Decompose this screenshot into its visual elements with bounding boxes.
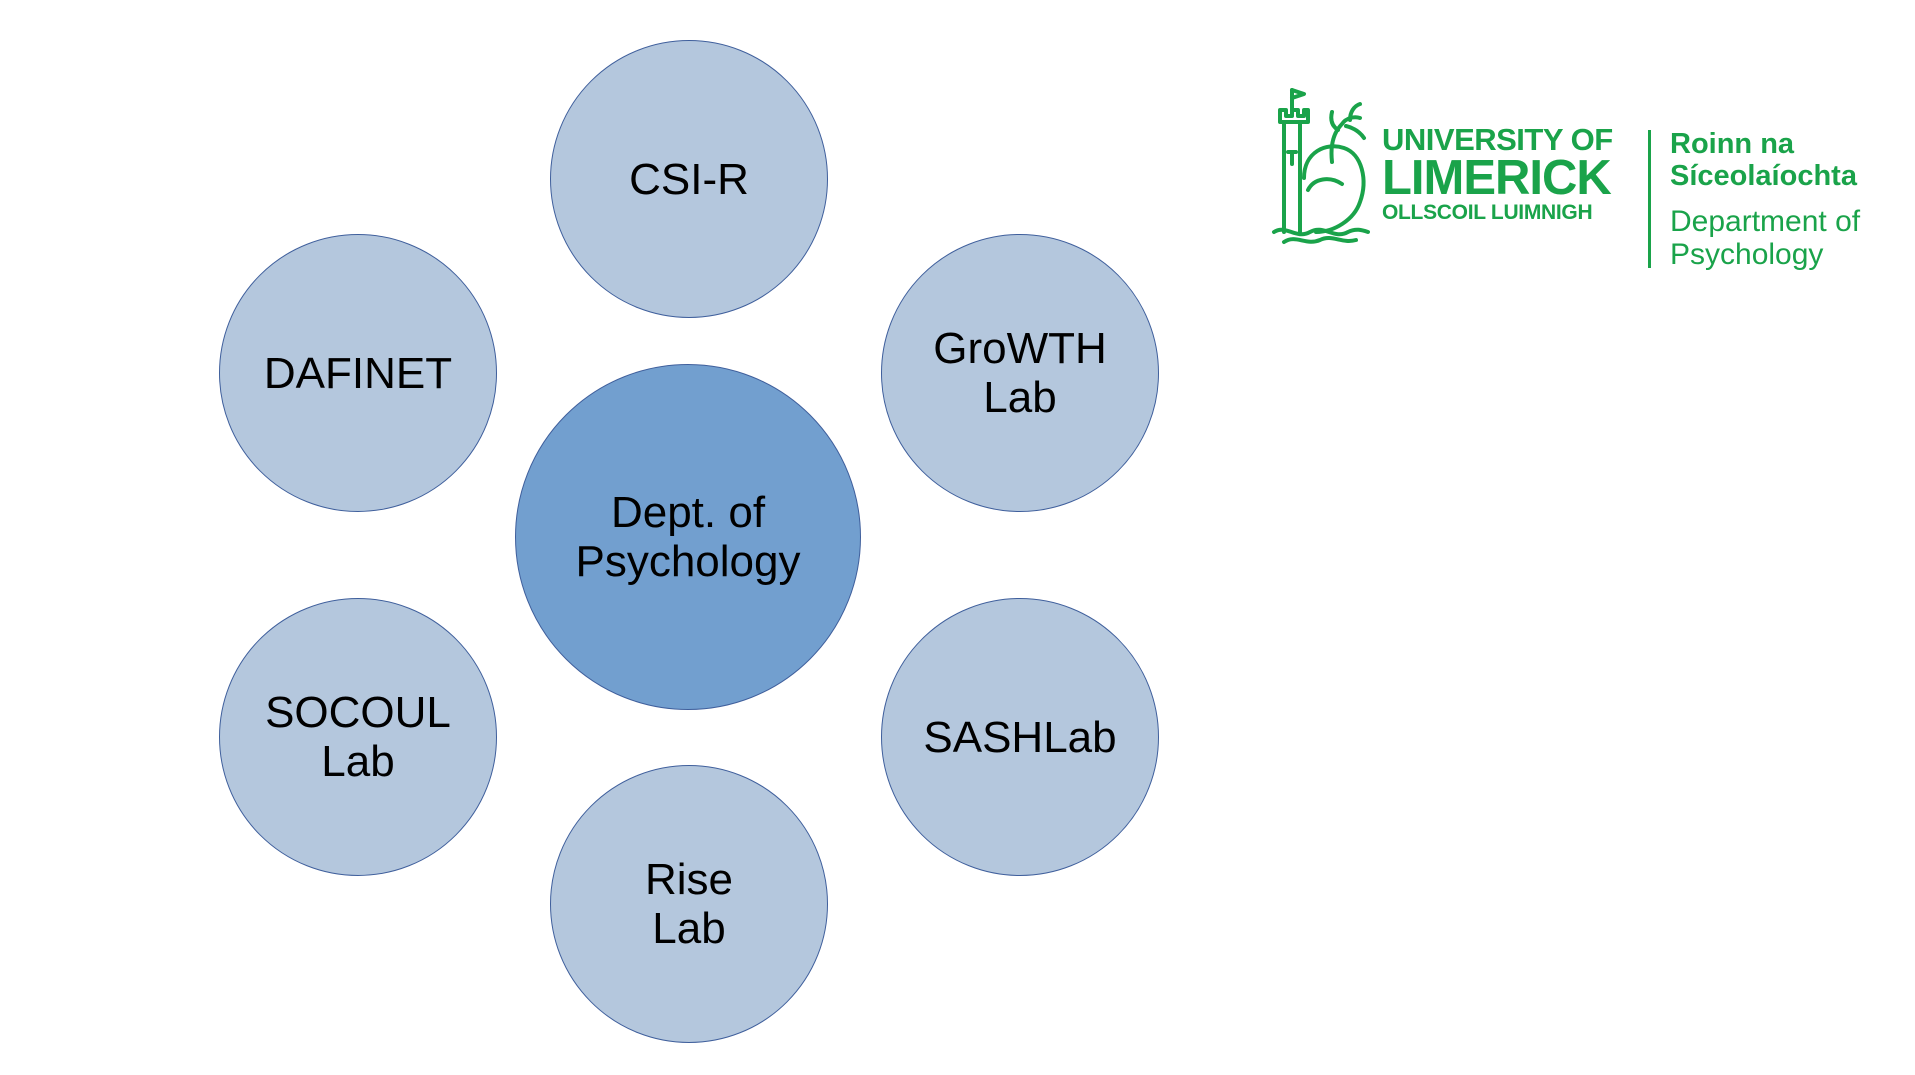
node-growth-lab: GroWTH Lab — [881, 234, 1159, 512]
irish-name-line2: Síceolaíochta — [1670, 160, 1857, 192]
limerick-text: LIMERICK — [1382, 151, 1612, 205]
node-growth-lab-label-line2: Lab — [983, 373, 1057, 422]
node-sashlab: SASHLab — [881, 598, 1159, 876]
node-rise-lab: Rise Lab — [550, 765, 828, 1043]
node-csi-r: CSI-R — [550, 40, 828, 318]
node-sashlab-label: SASHLab — [923, 712, 1117, 762]
node-socoul-lab-label-line2: Lab — [321, 737, 395, 786]
university-of-text: UNIVERSITY OF — [1382, 122, 1613, 157]
university-crest-icon — [1272, 88, 1370, 244]
center-label-line1: Dept. of — [610, 488, 766, 537]
node-dafinet: DAFINET — [219, 234, 497, 512]
node-socoul-lab: SOCOUL Lab — [219, 598, 497, 876]
english-name-line1: Department of — [1670, 205, 1861, 238]
node-growth-lab-label-line1: GroWTH — [933, 324, 1107, 373]
university-wordmark: UNIVERSITY OF LIMERICK OLLSCOIL LUIMNIGH — [1382, 124, 1613, 225]
center-label-line2: Psychology — [575, 537, 801, 586]
node-dafinet-label: DAFINET — [263, 348, 453, 398]
logo-divider — [1648, 130, 1651, 268]
english-name-line2: Psychology — [1670, 238, 1824, 271]
node-rise-lab-label-line1: Rise — [644, 855, 733, 904]
node-csi-r-label: CSI-R — [629, 154, 749, 204]
node-dept-of-psychology: Dept. of Psychology — [515, 364, 861, 710]
node-socoul-lab-label-line1: SOCOUL — [265, 688, 451, 737]
node-rise-lab-label-line2: Lab — [652, 904, 726, 953]
university-logo: UNIVERSITY OF LIMERICK OLLSCOIL LUIMNIGH… — [1270, 78, 1900, 278]
department-wordmark: Roinn na Síceolaíochta Department of Psy… — [1670, 128, 1860, 271]
ollscoil-luimnigh-text: OLLSCOIL LUIMNIGH — [1382, 201, 1593, 224]
irish-name-line1: Roinn na — [1670, 128, 1795, 160]
